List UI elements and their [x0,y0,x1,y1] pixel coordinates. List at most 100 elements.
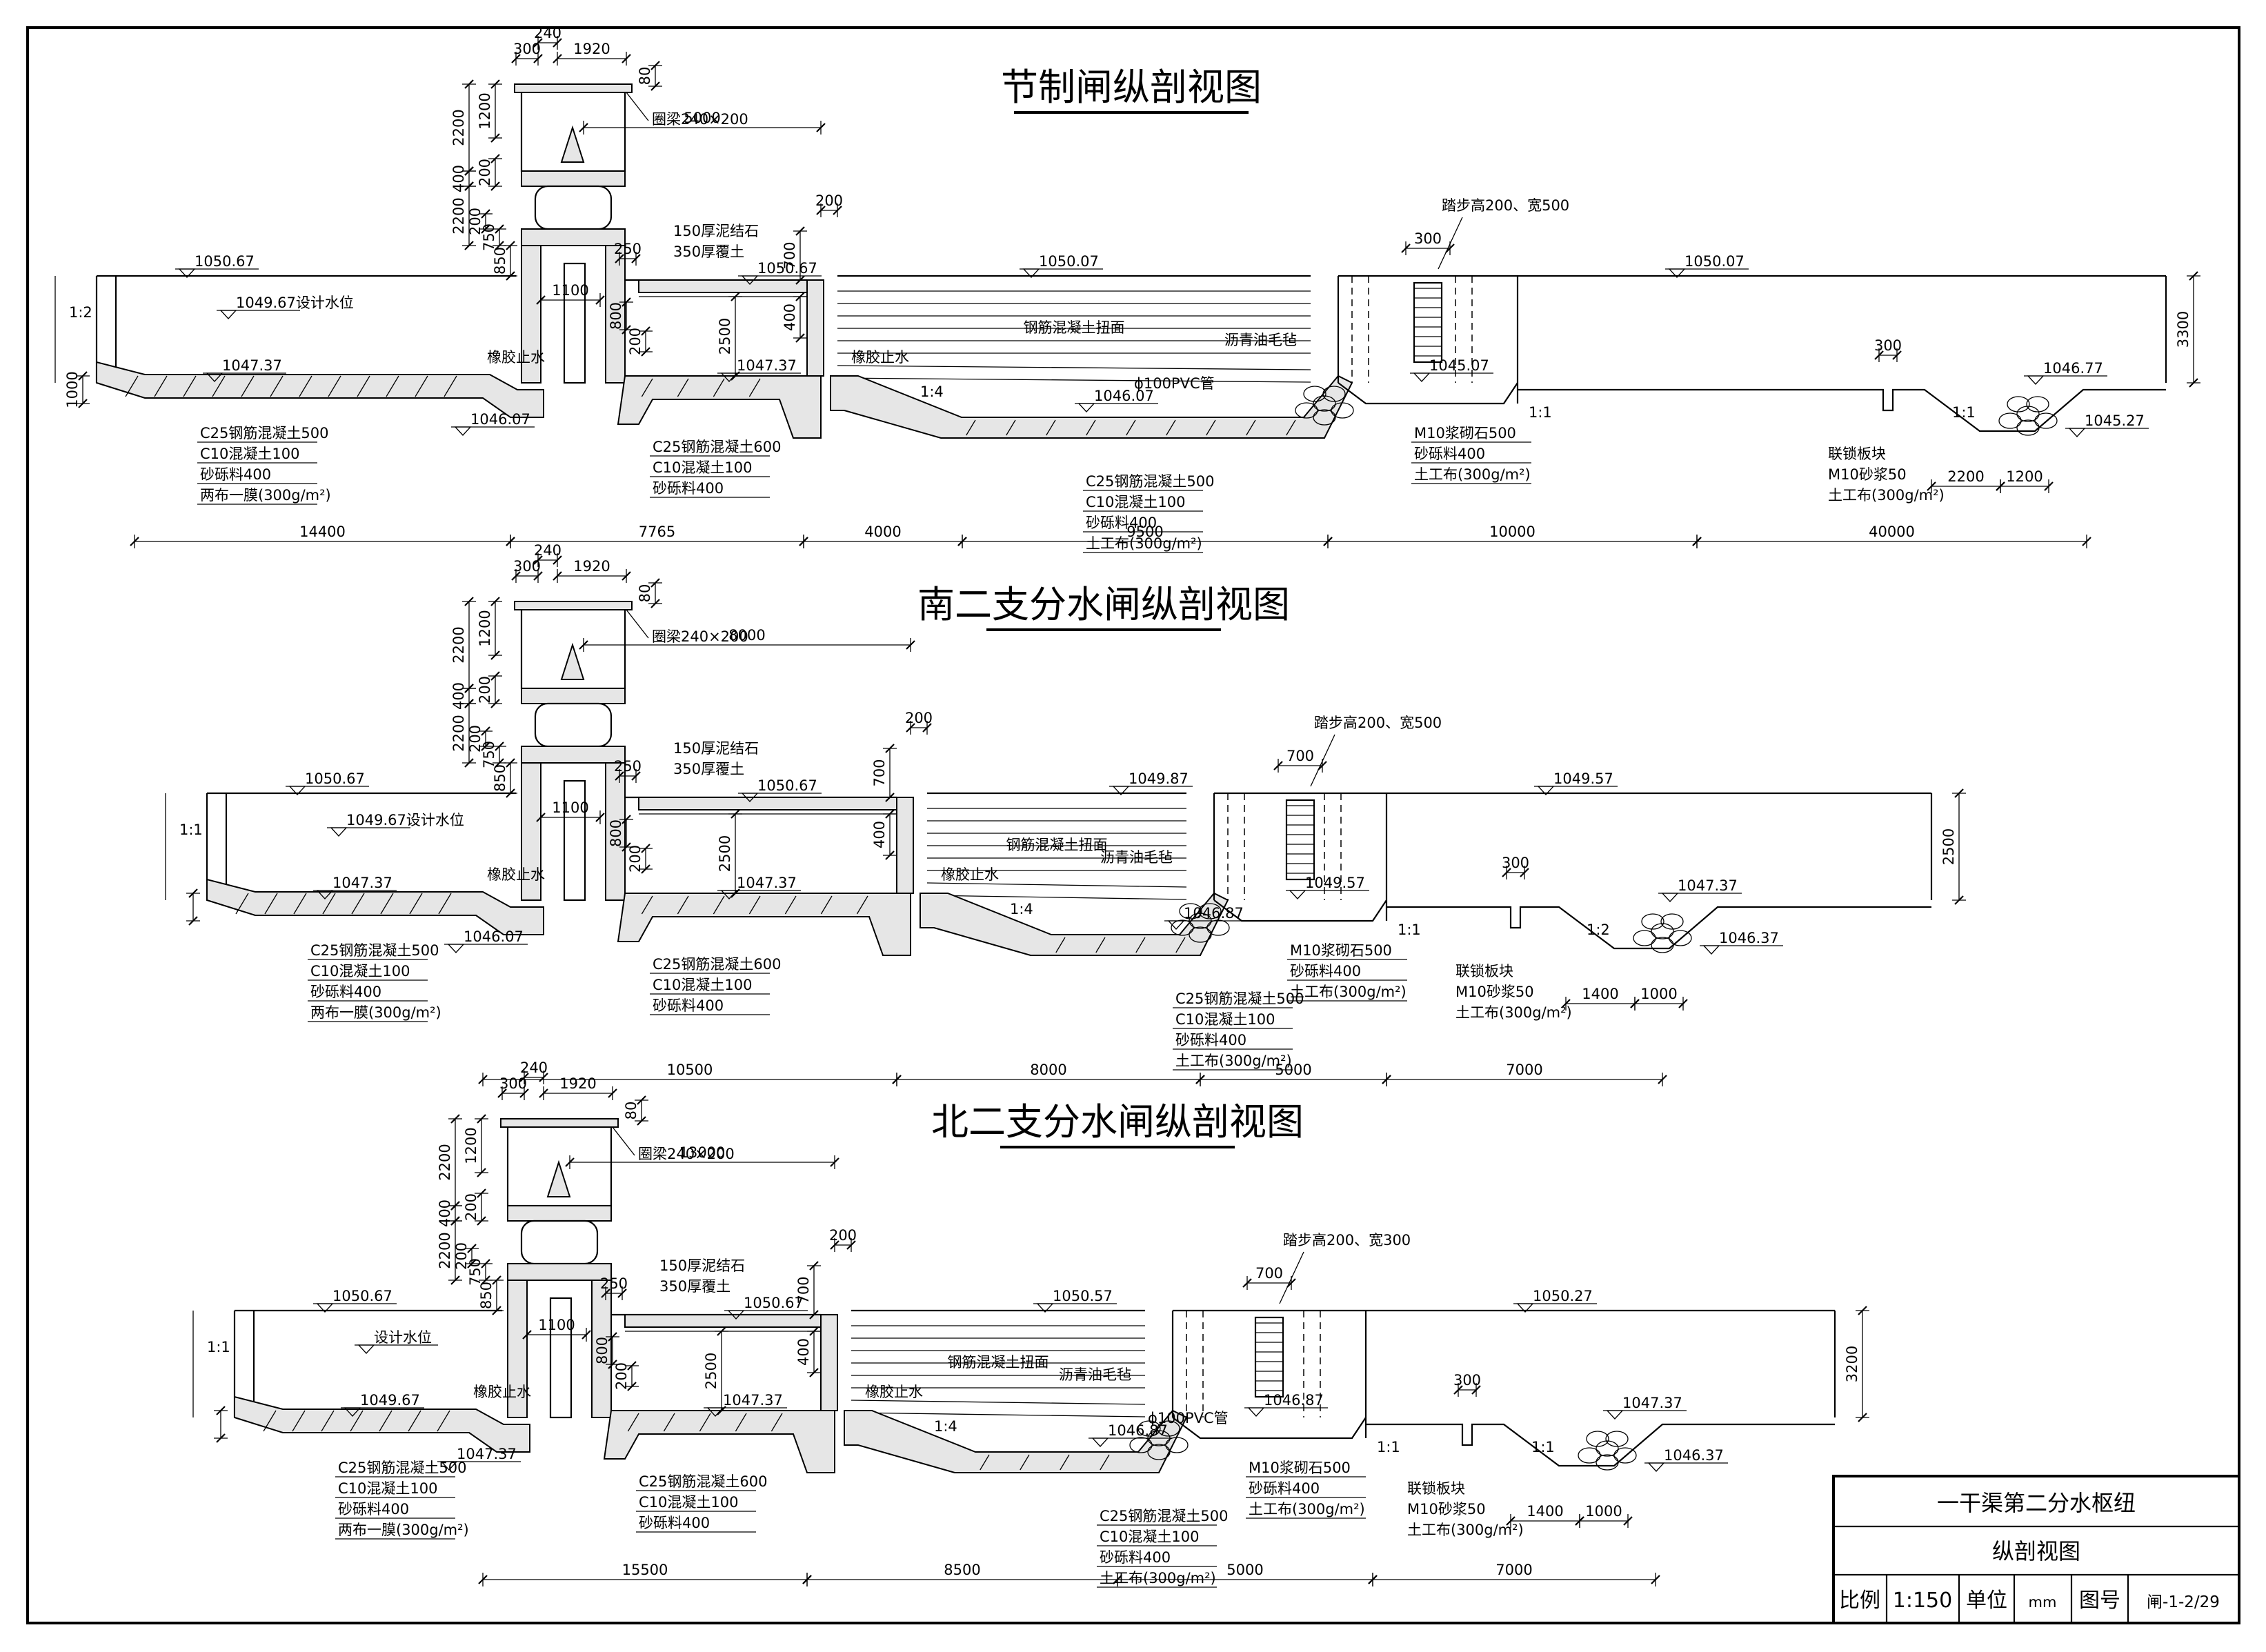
dimension-value: 14400 [299,524,346,540]
layer-callout: C25钢筋混凝土500 [310,942,439,959]
deck-slab [507,1205,612,1222]
dimension-value: 850 [492,764,508,792]
dimension-tick [809,1310,819,1320]
tb-scale-label: 比例 [1839,1589,1880,1613]
elevation-value: 1046.37 [1664,1447,1724,1464]
chamber-floor [617,375,822,439]
dimension-tick [481,726,490,736]
dimension-tick [637,1116,646,1126]
dimension-tick [464,241,474,250]
interlock-block-label: 联锁板块 [1828,446,1886,462]
dimension-tick [464,597,474,606]
dimension-value: 2500 [717,835,733,872]
dimension-value: 200 [463,1193,479,1221]
apron-lining [844,1409,1188,1473]
elevation-mark [330,827,348,837]
soil-cover-label: 350厚覆土 [659,1278,731,1295]
dimension-tick [490,597,500,606]
layer-callout: 土工布(300g/m²) [1290,984,1407,1000]
hatch [784,895,797,915]
dimension-tick [816,123,826,132]
end-wall [820,1314,838,1411]
cover-slab [638,797,897,810]
riprap-stone [2034,412,2058,429]
layer-callout: 砂砾料400 [1414,446,1485,462]
elevation-mark [357,1344,375,1354]
dimension-value: 2200 [1947,468,1984,485]
elevation-value: 1046.77 [2043,360,2103,377]
hatch [713,378,725,397]
interlock-block-label: 联锁板块 [1455,963,1513,979]
dimension-tick [495,224,504,234]
dimension-tick [490,133,500,143]
dimension-tick [809,1261,819,1271]
dimension-tick [1445,243,1455,253]
dimension-value: 200 [613,1362,630,1390]
dimension-value: 200 [477,159,493,186]
hatch [241,375,255,397]
layer-callout: 砂砾料400 [1100,1549,1171,1566]
dimension-tick [650,61,660,70]
dimension-value: 700 [1255,1265,1283,1282]
hatch [966,419,976,436]
dimension-value: 1920 [573,558,610,575]
dimension-tick [833,206,842,215]
elevation-mark [1413,372,1431,382]
dimension-value: 2200 [450,715,467,751]
title-block: 一干渠第二分水枢纽 纵剖视图 比例 1:150 单位 mm 图号 闸-1-2/2… [1832,1475,2240,1624]
hatch [980,1454,990,1471]
dimension-value: 400 [795,1338,812,1366]
riprap-stone [1322,386,1346,402]
dimension-tick [2082,537,2091,546]
riprap-stone [1189,926,1212,943]
soil-cover-label: 350厚覆土 [673,243,744,260]
dimension-tick [717,1326,726,1336]
riprap-stone [1596,1440,1619,1457]
dimension-value: 700 [782,241,798,269]
hoist-machine [560,125,585,163]
dimension-tick [1520,868,1529,877]
slope-ratio: 1:1 [207,1339,230,1355]
elevation-mark [2068,428,2086,437]
layer-callout: C10混凝土100 [310,963,410,979]
rubber-waterstop-label: 橡胶止水 [487,349,545,366]
dimension-tick [1692,537,1702,546]
dimension-tick [216,1406,226,1415]
dimension-tick [641,864,650,874]
tb-unit-label: 单位 [1966,1589,2007,1613]
riprap-stone [1605,1431,1629,1447]
dimension-value: 5000 [1226,1562,1263,1578]
dimension-tick [608,1088,617,1098]
dimension-value: 4000 [864,524,901,540]
dimension-value: 1200 [477,92,493,129]
dimension-tick [795,226,805,236]
soil-cover-label: 350厚覆土 [673,761,744,777]
elevation-mark [1702,945,1720,955]
warped-surface-line [926,895,1187,900]
hatch [183,375,197,397]
riprap-stone [1998,412,2022,429]
dimension-tick [533,38,543,48]
dimension-tick [885,793,895,802]
riprap-stone [1651,937,1674,953]
rubber-waterstop-label: 橡胶止水 [865,1384,923,1400]
dimension-tick [1927,481,1936,491]
warped-surface-label: 钢筋混凝土扭面 [948,1354,1049,1371]
dimension-value: 300 [1453,1372,1481,1389]
hatch [641,378,653,397]
dimension-tick [506,758,515,768]
elevation-mark [447,944,465,953]
elevation-value: 1050.27 [1533,1288,1593,1304]
dimension-value: 300 [1874,337,1902,354]
dimension-tick [731,292,740,301]
layer-callout: C10混凝土100 [200,446,299,462]
dimension-tick [622,815,631,824]
dimension-value: 5000 [1275,1062,1311,1078]
section-title: 南二支分水闸纵剖视图 [917,583,1290,626]
dimension-value: 200 [829,1227,857,1244]
dimension-tick [617,1288,627,1298]
slope-ratio: 1:4 [934,1418,957,1435]
layer-callout: C10混凝土100 [639,1494,738,1511]
rubber-waterstop-label: 橡胶止水 [487,866,545,883]
